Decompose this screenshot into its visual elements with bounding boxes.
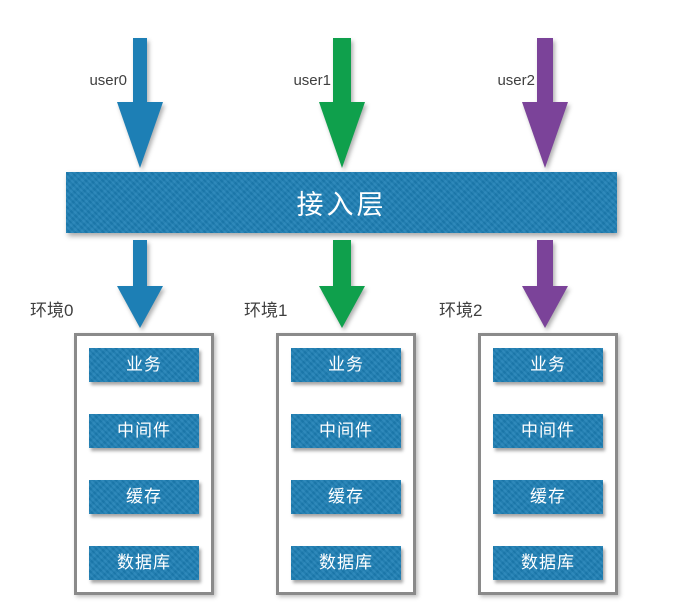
user2-down-arrow-icon (522, 38, 568, 168)
arrow-head (319, 102, 365, 168)
env2-layer-cache: 缓存 (493, 480, 603, 514)
arrow-shaft (133, 240, 147, 286)
env1-layer-database: 数据库 (291, 546, 401, 580)
env2-layer-database: 数据库 (493, 546, 603, 580)
arrow-shaft (537, 38, 553, 102)
env2-label: 环境2 (439, 301, 483, 320)
arrow-head (319, 286, 365, 328)
env1-down-arrow-icon (319, 240, 365, 328)
user1-label: user1 (293, 72, 331, 89)
arrow-head (522, 286, 568, 328)
env0-box: 业务 中间件 缓存 数据库 (74, 333, 214, 595)
env2-box: 业务 中间件 缓存 数据库 (478, 333, 618, 595)
env0-down-arrow-icon (117, 240, 163, 328)
access-layer-label: 接入层 (296, 190, 387, 220)
user0-label: user0 (89, 72, 127, 89)
env1-label: 环境1 (244, 301, 288, 320)
arrow-head (117, 102, 163, 168)
env2-down-arrow-icon (522, 240, 568, 328)
env1-layer-cache: 缓存 (291, 480, 401, 514)
env0-layer-middleware: 中间件 (89, 414, 199, 448)
arrow-head (117, 286, 163, 328)
user1-down-arrow-icon (319, 38, 365, 168)
arrow-shaft (333, 38, 351, 102)
env1-layer-business: 业务 (291, 348, 401, 382)
access-layer-bar: 接入层 (66, 172, 617, 233)
env2-layer-business: 业务 (493, 348, 603, 382)
arrow-shaft (537, 240, 553, 286)
arrow-head (522, 102, 568, 168)
user2-label: user2 (497, 72, 535, 89)
env1-box: 业务 中间件 缓存 数据库 (276, 333, 416, 595)
user0-down-arrow-icon (117, 38, 163, 168)
env1-layer-middleware: 中间件 (291, 414, 401, 448)
env0-label: 环境0 (30, 301, 74, 320)
env0-layer-cache: 缓存 (89, 480, 199, 514)
env0-layer-database: 数据库 (89, 546, 199, 580)
arrow-shaft (133, 38, 147, 102)
env2-layer-middleware: 中间件 (493, 414, 603, 448)
env0-layer-business: 业务 (89, 348, 199, 382)
arrow-shaft (333, 240, 351, 286)
